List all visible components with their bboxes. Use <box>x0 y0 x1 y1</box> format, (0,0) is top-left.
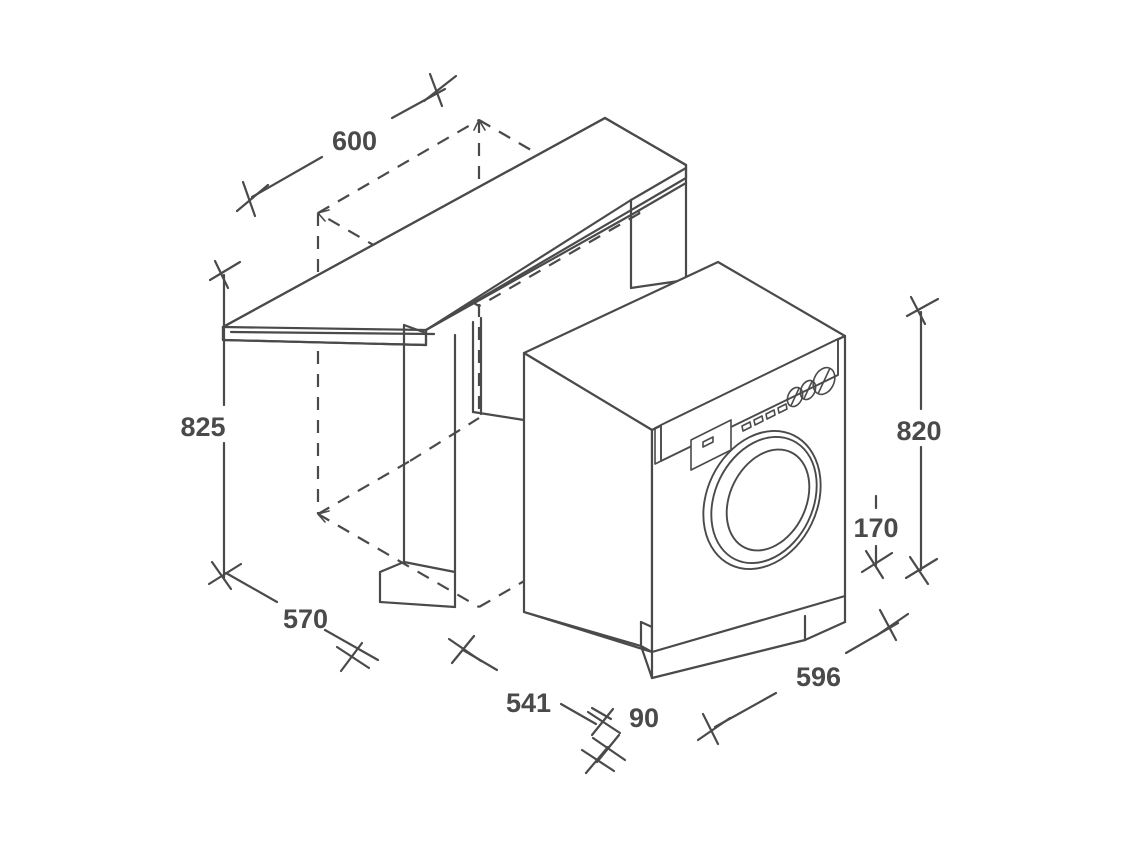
dimension-niche-base-depth: 570 <box>224 571 380 673</box>
dimension-label-170: 170 <box>853 513 898 543</box>
dial-small-2 <box>799 379 817 401</box>
dial-large <box>812 366 836 396</box>
appliance-plinth-recess <box>522 594 847 680</box>
dial-small-1 <box>786 386 804 408</box>
dimension-label-820: 820 <box>896 416 941 446</box>
control-dials <box>786 366 836 408</box>
dimension-appliance-height: 820 <box>896 295 942 586</box>
dimension-niche-height: 825 <box>180 259 243 591</box>
cabinet-side-panel <box>378 316 526 609</box>
dimension-appliance-width: 596 <box>696 608 910 746</box>
dimension-label-596: 596 <box>796 662 841 692</box>
dimension-appliance-depth: 541 <box>447 634 616 775</box>
control-panel <box>654 337 841 465</box>
washing-machine-body <box>522 260 847 654</box>
dimension-label-570: 570 <box>283 604 328 634</box>
dimension-label-825: 825 <box>180 412 225 442</box>
dimension-plinth-height: 170 <box>853 494 899 580</box>
dimension-door-clearance: 90 <box>586 703 659 764</box>
dimension-label-90: 90 <box>629 703 659 733</box>
dimension-label-541: 541 <box>506 688 551 718</box>
porthole-door <box>702 429 822 571</box>
dimension-label-600: 600 <box>332 126 377 156</box>
dimension-niche-depth: 600 <box>235 72 458 218</box>
control-buttons <box>741 403 788 432</box>
